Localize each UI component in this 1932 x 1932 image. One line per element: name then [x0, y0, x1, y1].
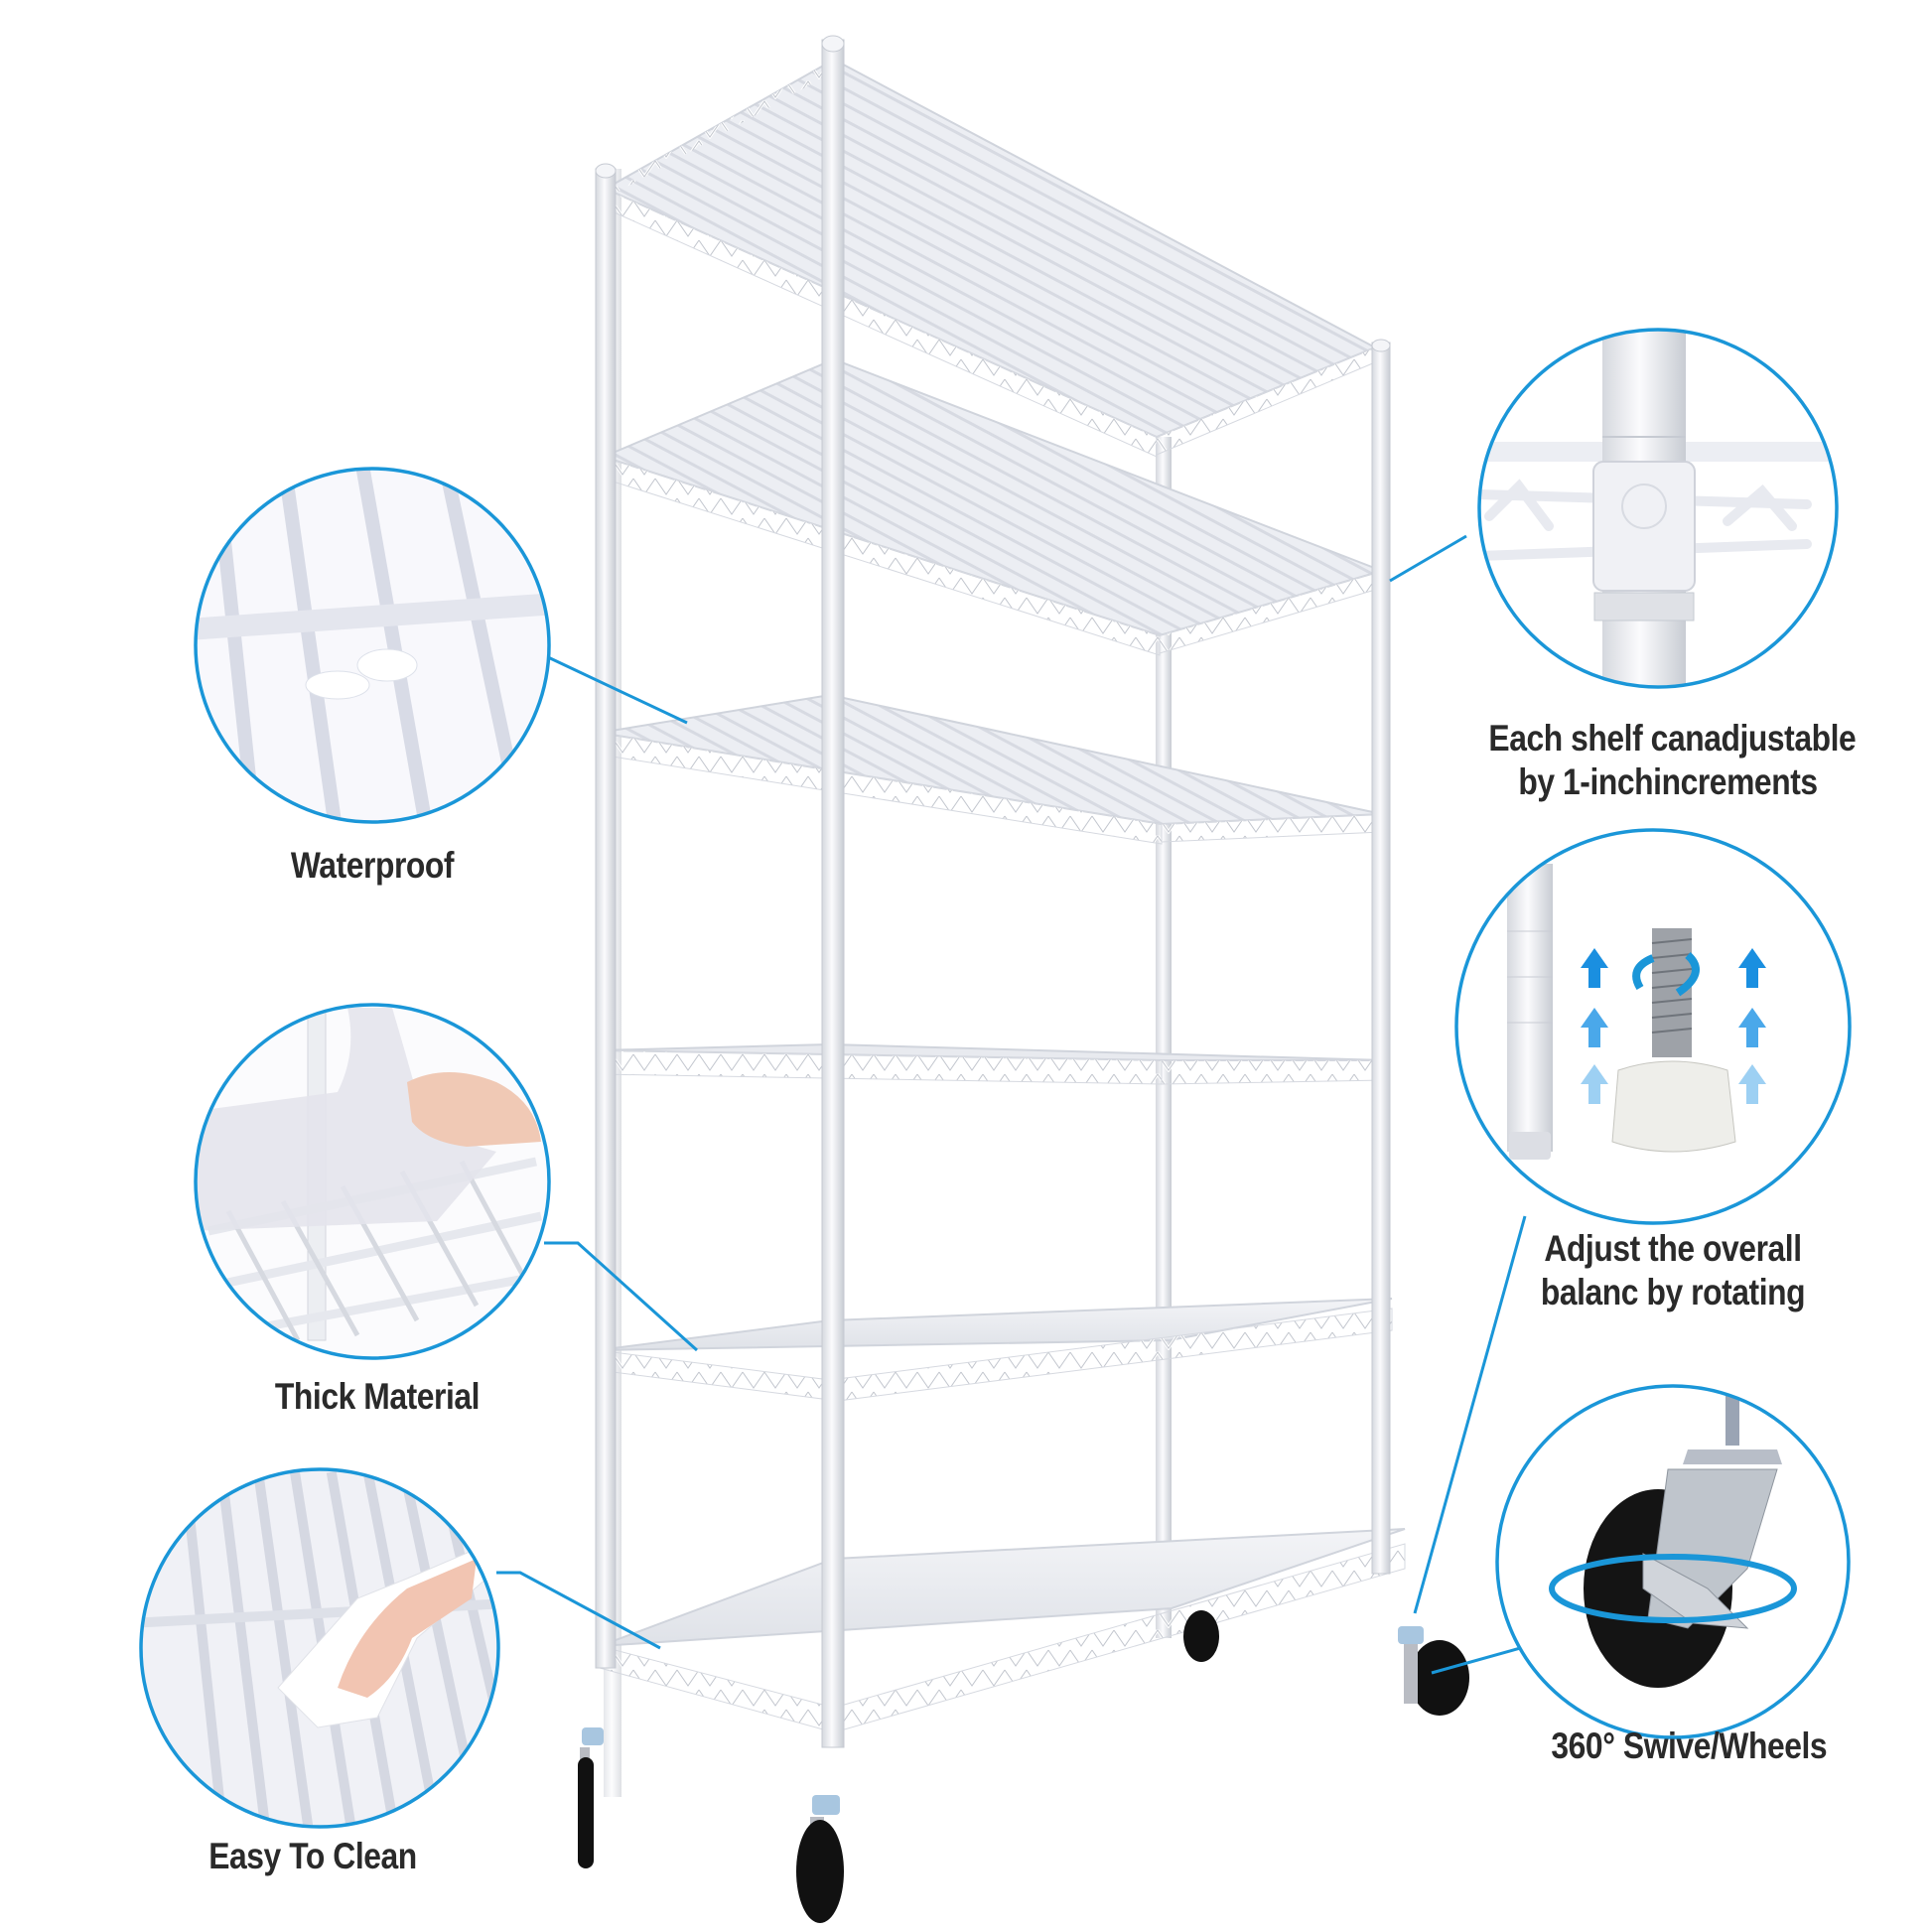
arrow-up-icons [1581, 948, 1766, 1104]
callout-connectors [496, 534, 1532, 1675]
caster-wheel-icon [1495, 1384, 1851, 1739]
thick-material-label: Thick Material [274, 1376, 481, 1417]
waterproof-detail-circle [194, 467, 551, 824]
easy-to-clean-label: Easy To Clean [208, 1836, 417, 1876]
shelf-liner-icon [194, 1003, 551, 1360]
leveling-foot-label-line2: balanc by rotating [1540, 1272, 1806, 1312]
adjustable-shelf-detail-circle [1477, 328, 1839, 689]
water-droplet-icon [194, 467, 551, 824]
caster-wheel [1398, 1626, 1469, 1716]
connector-easy-to-clean [496, 1571, 661, 1650]
leveling-foot-detail-circle [1454, 828, 1852, 1225]
waterproof-label: Waterproof [290, 845, 455, 886]
adjustable-shelf-label-line1: Each shelf canadjustable [1488, 718, 1857, 759]
caster-wheel [796, 1795, 844, 1923]
easy-to-clean-detail-circle [139, 1467, 500, 1829]
connector-swivel-wheels [1431, 1643, 1532, 1675]
leveling-foot-label-line1: Adjust the overall [1544, 1228, 1802, 1269]
thick-material-detail-circle [194, 1003, 551, 1360]
post-connector-icon [1477, 328, 1839, 689]
connector-adjustable-shelf [1389, 534, 1467, 583]
swivel-wheels-label: 360° Swive/Wheels [1551, 1725, 1828, 1766]
leveling-screw-icon [1454, 828, 1852, 1225]
connector-leveling-foot [1413, 1215, 1527, 1614]
connector-waterproof [547, 655, 688, 725]
wipe-hand-icon [139, 1467, 500, 1829]
caster-wheel [1183, 1610, 1219, 1662]
shelving-unit [578, 35, 1469, 1923]
adjustable-shelf-label-line2: by 1-inchincrements [1518, 761, 1818, 802]
caster-wheel [578, 1727, 604, 1868]
swivel-wheel-detail-circle [1495, 1384, 1851, 1739]
connector-thick-material [544, 1241, 699, 1352]
